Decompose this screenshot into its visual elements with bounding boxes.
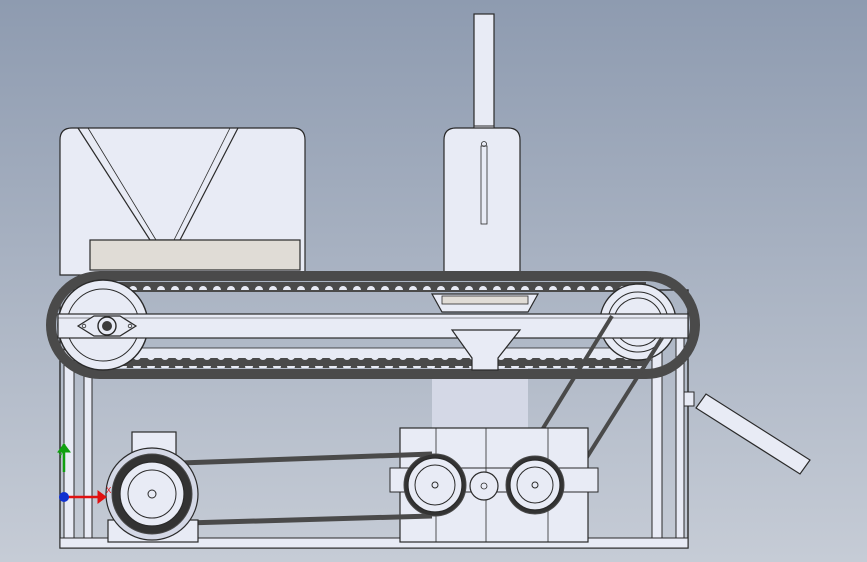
frame-rail — [57, 313, 689, 339]
gearbox-pulley-right — [505, 455, 565, 515]
motor-belt — [151, 451, 433, 527]
coordinate-triad: Y X — [57, 443, 112, 504]
conveyor-belt — [46, 271, 700, 379]
press-rod — [473, 13, 495, 133]
electric-motor — [105, 431, 199, 543]
outlet-chute — [683, 391, 811, 475]
hopper-housing — [59, 127, 306, 276]
y-axis-label: Y — [58, 451, 64, 460]
x-axis-label: X — [106, 486, 112, 495]
feed-plate — [89, 239, 301, 271]
discharge-funnel — [430, 293, 540, 371]
main-frame — [59, 289, 689, 549]
gearbox-pulley-left — [403, 453, 467, 517]
bearing-unit — [76, 315, 138, 337]
